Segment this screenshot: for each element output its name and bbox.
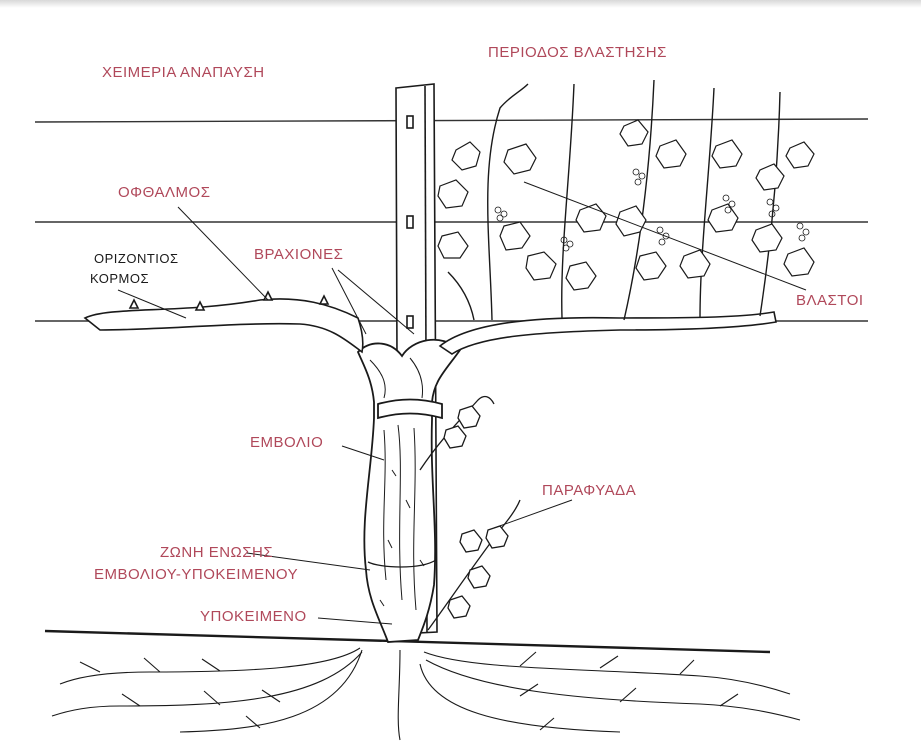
bud-icon	[130, 300, 138, 308]
leaf-icon	[636, 252, 666, 280]
leaf-icon	[656, 140, 686, 168]
leaf-icon	[616, 206, 646, 236]
label-shoots: ΒΛΑΣΤΟΙ	[796, 292, 864, 310]
label-rootstock: ΥΠΟΚΕΙΜΕΝΟ	[200, 608, 307, 626]
leaf-icon	[712, 140, 742, 168]
leader-sucker	[494, 500, 572, 528]
vine-leaves	[438, 120, 814, 290]
label-horizontal-trunk-line2: ΚΟΡΜΟΣ	[90, 270, 149, 288]
leaf-icon	[708, 204, 738, 232]
leaf-icon	[784, 248, 814, 276]
label-graft-union-line2: ΕΜΒΟΛΙΟΥ-ΥΠΟΚΕΙΜΕΝΟΥ	[94, 566, 298, 584]
post-staple	[407, 216, 413, 228]
label-horizontal-trunk-line1: ΟΡΙΖΟΝΤΙΟΣ	[94, 250, 179, 268]
vine-shoots	[448, 80, 780, 320]
leaf-icon	[680, 250, 710, 278]
right-cordon	[440, 312, 776, 354]
leaf-icon	[756, 164, 784, 190]
post-staple	[407, 116, 413, 128]
bud-icon	[196, 302, 204, 310]
trellis-wires	[35, 119, 868, 321]
label-arms: ΒΡΑΧΙΟΝΕΣ	[254, 246, 343, 264]
trellis-wire-top	[35, 119, 868, 122]
leaf-icon	[504, 144, 536, 174]
leaf-icon	[620, 120, 648, 146]
leaf-icon	[452, 142, 480, 170]
label-scion: ΕΜΒΟΛΙΟ	[250, 434, 323, 452]
roots	[52, 648, 800, 740]
leaf-icon	[500, 222, 530, 250]
label-growing-period: ΠΕΡΙΟΔΟΣ ΒΛΑΣΤΗΣΗΣ	[488, 44, 667, 62]
leaf-icon	[752, 224, 782, 252]
horizontal-cordon	[85, 292, 363, 352]
label-sucker: ΠΑΡΑΦΥΑΔΑ	[542, 482, 636, 500]
bud-icon	[320, 296, 328, 304]
post-staple	[407, 316, 413, 328]
leaf-icon	[566, 262, 596, 290]
label-graft-union-line1: ΖΩΝΗ ΕΝΩΣΗΣ	[160, 544, 273, 562]
bud-icon	[264, 292, 272, 300]
leaf-icon	[576, 204, 606, 232]
leaf-icon	[438, 180, 468, 208]
label-bud: ΟΦΘΑΛΜΟΣ	[118, 184, 211, 202]
vine-trunk	[358, 340, 460, 642]
label-winter-rest: ΧΕΙΜΕΡΙΑ ΑΝΑΠΑΥΣΗ	[102, 64, 265, 82]
leaf-icon	[786, 142, 814, 168]
leaf-icon	[526, 252, 556, 280]
leaf-icon	[438, 232, 468, 258]
